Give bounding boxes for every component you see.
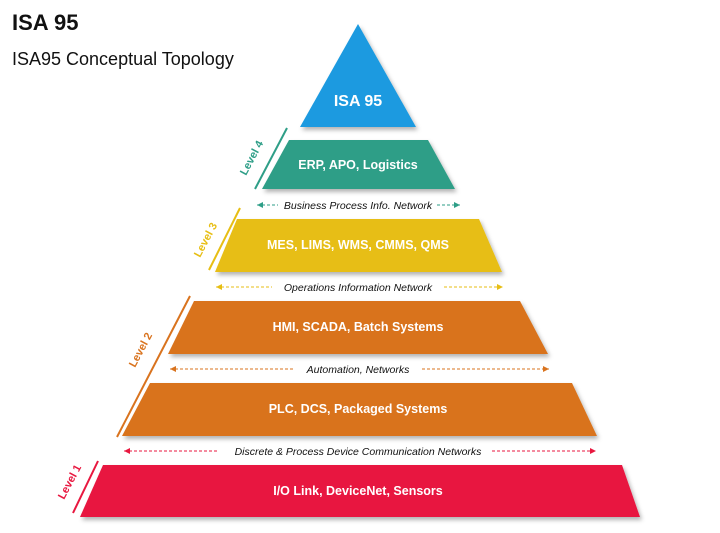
tier-io-label: I/O Link, DeviceNet, Sensors — [273, 484, 443, 498]
tier-mes-trapezoid — [215, 219, 502, 272]
page-title: ISA 95 — [12, 10, 79, 35]
tier-erp-trapezoid — [262, 140, 455, 189]
pyramid-apex: ISA 95 — [300, 24, 416, 127]
network-business: Business Process Info. Network — [257, 200, 460, 212]
level-2-label: Level 2 — [127, 331, 155, 370]
network-automation-left-arrowhead — [170, 366, 176, 372]
level-4-label: Level 4 — [238, 138, 267, 177]
tier-plc-label: PLC, DCS, Packaged Systems — [269, 402, 448, 416]
network-device: Discrete & Process Device Communication … — [124, 446, 596, 458]
network-business-right-arrowhead — [454, 202, 460, 208]
network-operations-left-arrowhead — [216, 284, 222, 290]
level-1-line — [72, 460, 99, 514]
network-device-label: Discrete & Process Device Communication … — [235, 446, 483, 458]
level-1-label: Level 1 — [56, 463, 84, 502]
network-business-left-arrowhead — [257, 202, 263, 208]
network-operations-right-arrowhead — [497, 284, 503, 290]
page-subtitle: ISA95 Conceptual Topology — [12, 49, 234, 69]
tier-mes: MES, LIMS, WMS, CMMS, QMS — [215, 219, 502, 272]
tier-plc-trapezoid — [122, 383, 597, 436]
network-automation-right-arrowhead — [543, 366, 549, 372]
network-device-left-arrowhead — [124, 448, 130, 454]
network-operations-label: Operations Information Network — [284, 282, 433, 294]
tier-erp: ERP, APO, Logistics — [262, 140, 455, 189]
tier-hmi-label: HMI, SCADA, Batch Systems — [273, 320, 444, 334]
level-2-line — [116, 295, 191, 438]
tier-hmi-trapezoid — [168, 301, 548, 354]
apex-label: ISA 95 — [334, 93, 382, 110]
tier-plc: PLC, DCS, Packaged Systems — [122, 383, 597, 436]
tier-io: I/O Link, DeviceNet, Sensors — [80, 465, 640, 517]
network-automation-label: Automation, Networks — [306, 364, 410, 376]
network-operations: Operations Information Network — [216, 282, 503, 294]
tier-mes-label: MES, LIMS, WMS, CMMS, QMS — [267, 238, 449, 252]
level-3-label: Level 3 — [192, 221, 220, 260]
level-3-line — [208, 207, 241, 271]
tier-erp-label: ERP, APO, Logistics — [298, 158, 418, 172]
tier-hmi: HMI, SCADA, Batch Systems — [168, 301, 548, 354]
apex-triangle — [300, 24, 416, 127]
network-automation: Automation, Networks — [170, 364, 549, 376]
network-business-label: Business Process Info. Network — [284, 200, 433, 212]
level-4-line — [254, 127, 288, 190]
tier-io-trapezoid — [80, 465, 640, 517]
network-device-right-arrowhead — [590, 448, 596, 454]
